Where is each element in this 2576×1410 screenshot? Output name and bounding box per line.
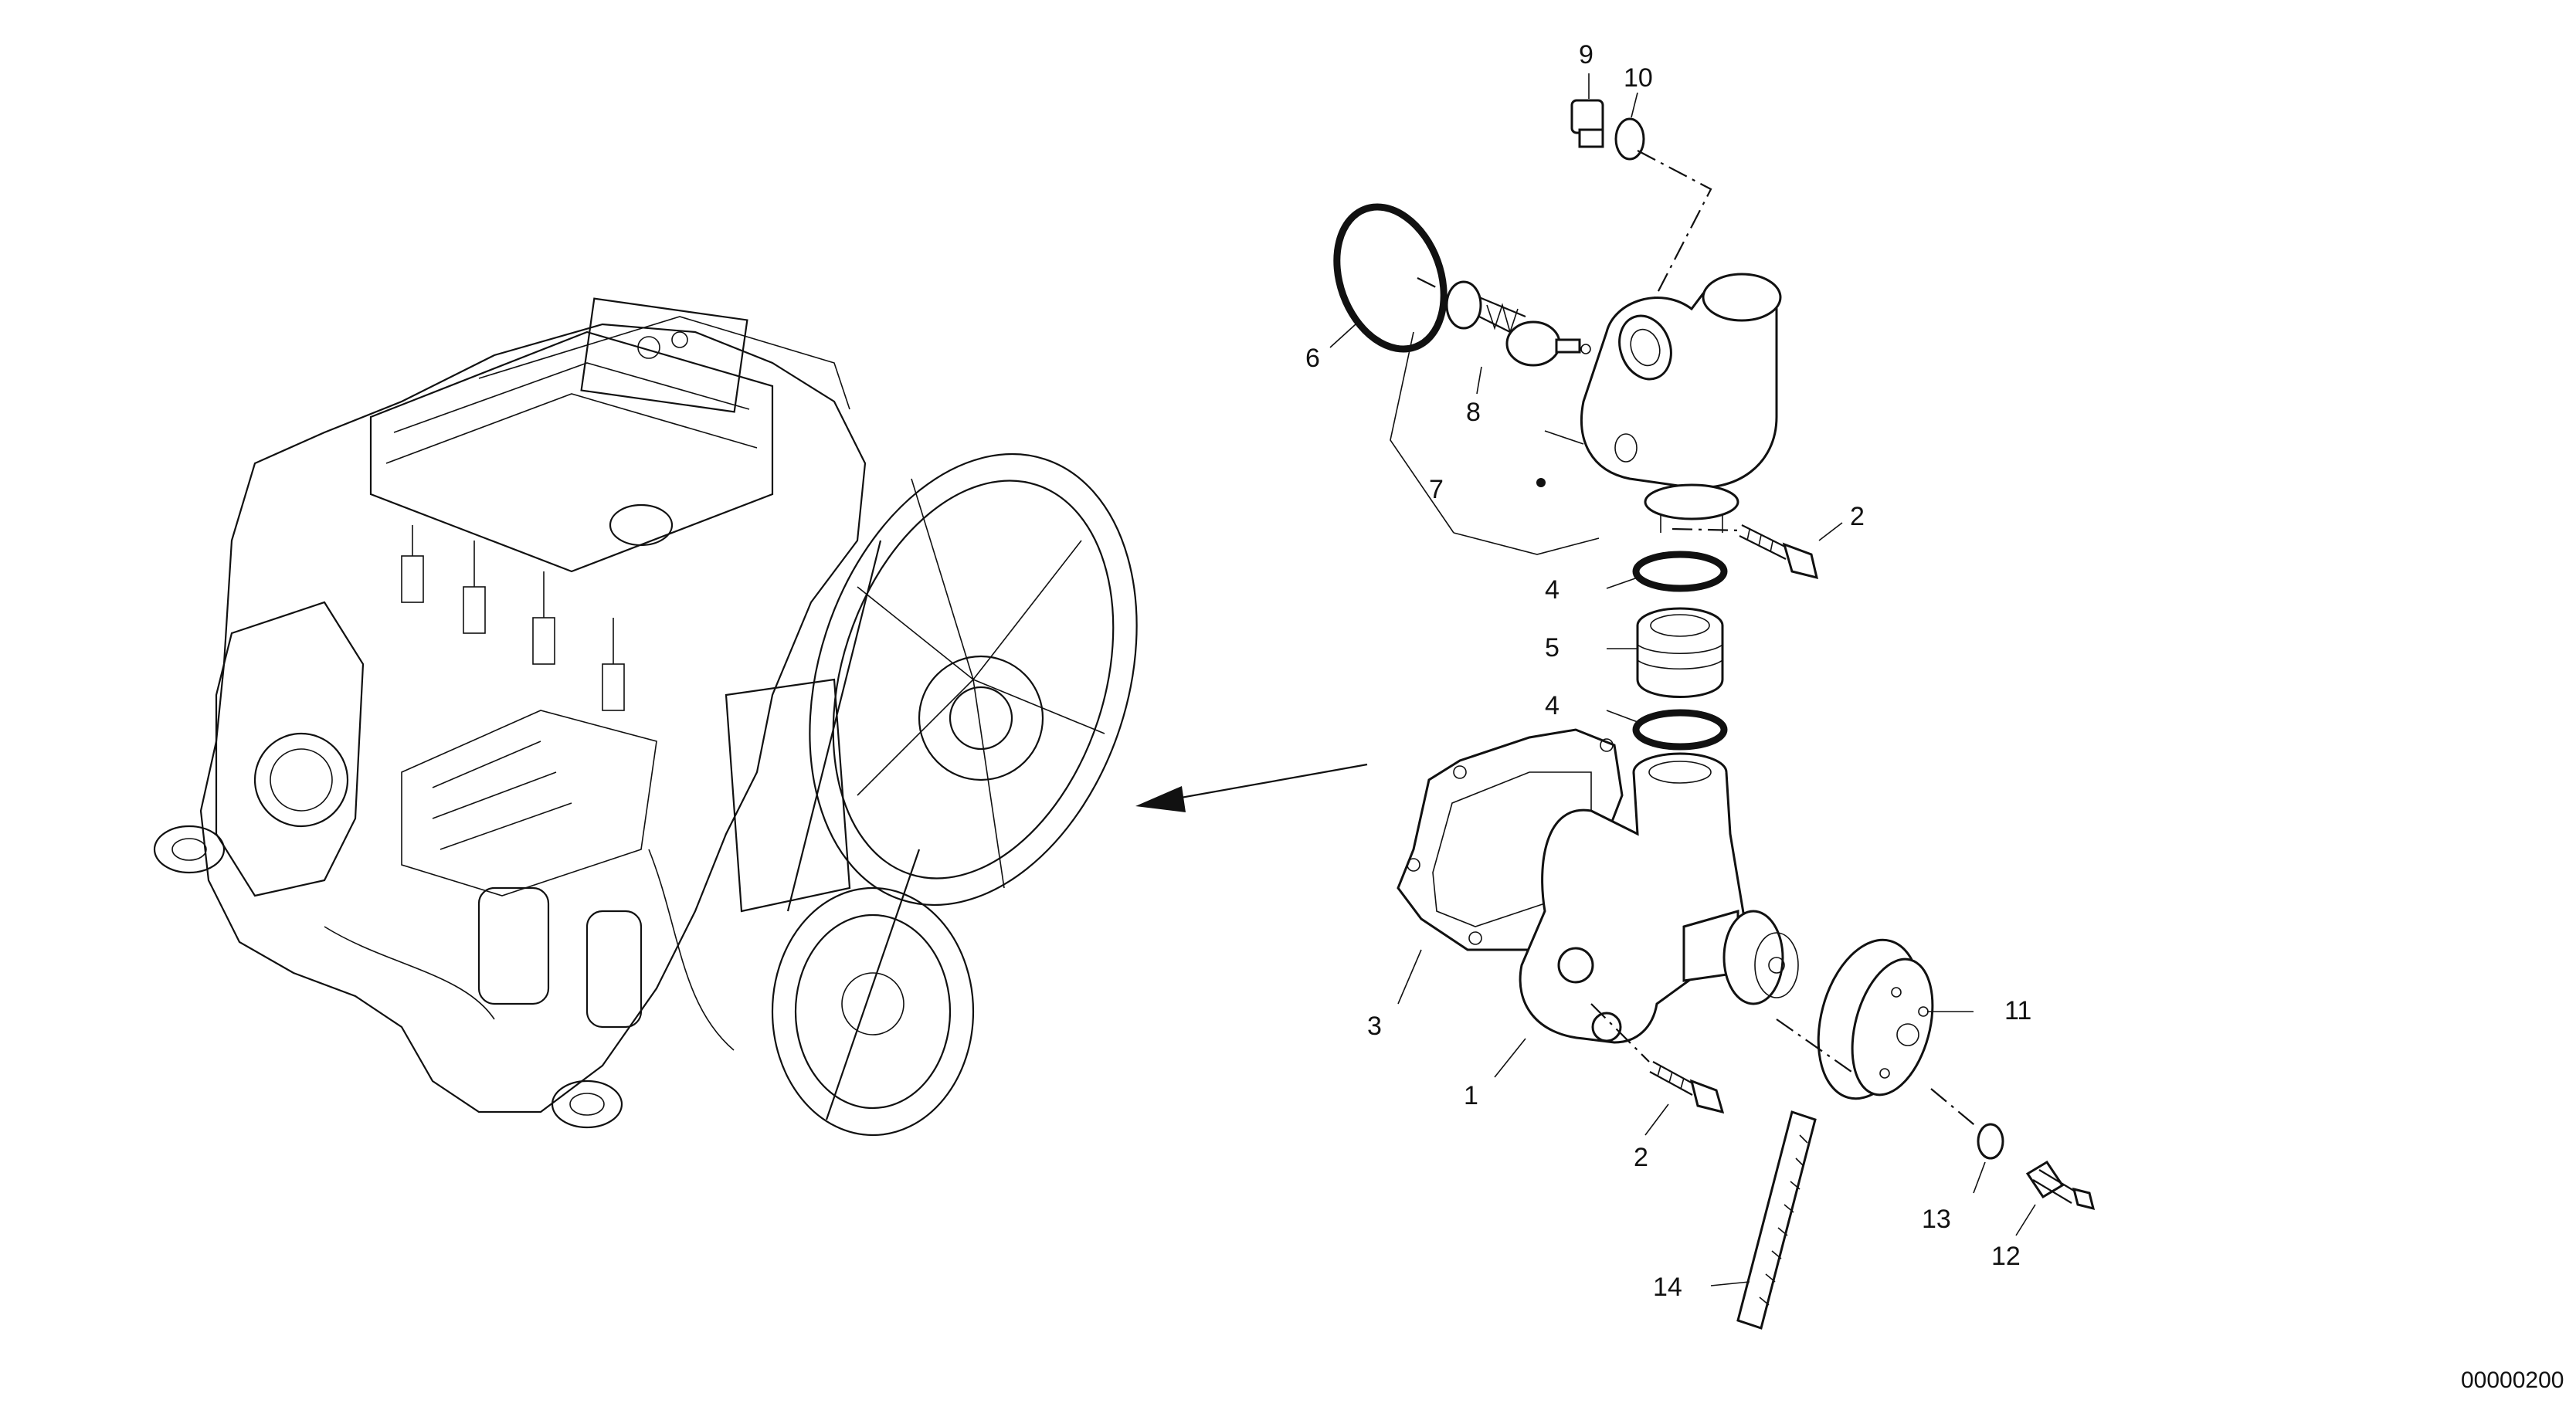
- callout-8: 8: [1466, 398, 1481, 427]
- o-ring-part-4-upper: [1632, 551, 1728, 592]
- thermostat-housing: [1580, 273, 1782, 533]
- callout-6: 6: [1305, 344, 1320, 373]
- callout-12: 12: [1991, 1242, 2021, 1271]
- callout-13: 13: [1922, 1205, 1951, 1234]
- engine-assembly-illustration: [153, 297, 1138, 1137]
- callout-10: 10: [1624, 63, 1653, 93]
- assembly-location-arrow: [1135, 763, 1368, 812]
- document-id: 00000200: [2461, 1368, 2564, 1393]
- leader-lines: [1329, 73, 2036, 1286]
- callout-7: 7: [1429, 475, 1444, 504]
- o-ring-part-4-lower: [1632, 709, 1728, 751]
- callout-3: 3: [1367, 1012, 1382, 1041]
- callout-2-upper: 2: [1850, 502, 1865, 531]
- washer-part-13: [1977, 1123, 2004, 1160]
- bolt-part-2-lower: [1649, 1061, 1725, 1114]
- callout-14: 14: [1653, 1273, 1682, 1302]
- callout-9: 9: [1579, 40, 1593, 69]
- callout-5: 5: [1545, 633, 1560, 663]
- pulley-part-11: [1817, 938, 1934, 1100]
- v-belt-part-14: [1736, 1110, 1817, 1330]
- drilling-point-dot: [1536, 478, 1546, 487]
- callout-4-upper: 4: [1545, 575, 1560, 605]
- callout-2-lower: 2: [1634, 1143, 1648, 1172]
- callout-4-lower: 4: [1545, 691, 1560, 720]
- plug-part-9: [1570, 99, 1604, 148]
- thermostat-part-8: [1445, 280, 1591, 367]
- seal-ring-part-10: [1614, 117, 1645, 161]
- sleeve-part-5: [1636, 607, 1724, 698]
- callout-11: 11: [2004, 996, 2031, 1025]
- callout-1: 1: [1464, 1081, 1478, 1110]
- bolt-part-2-upper: [1739, 524, 1819, 580]
- bolt-part-12: [2025, 1160, 2096, 1211]
- o-ring-part-6: [1333, 203, 1448, 353]
- water-pump-part-1: [1519, 752, 1799, 1044]
